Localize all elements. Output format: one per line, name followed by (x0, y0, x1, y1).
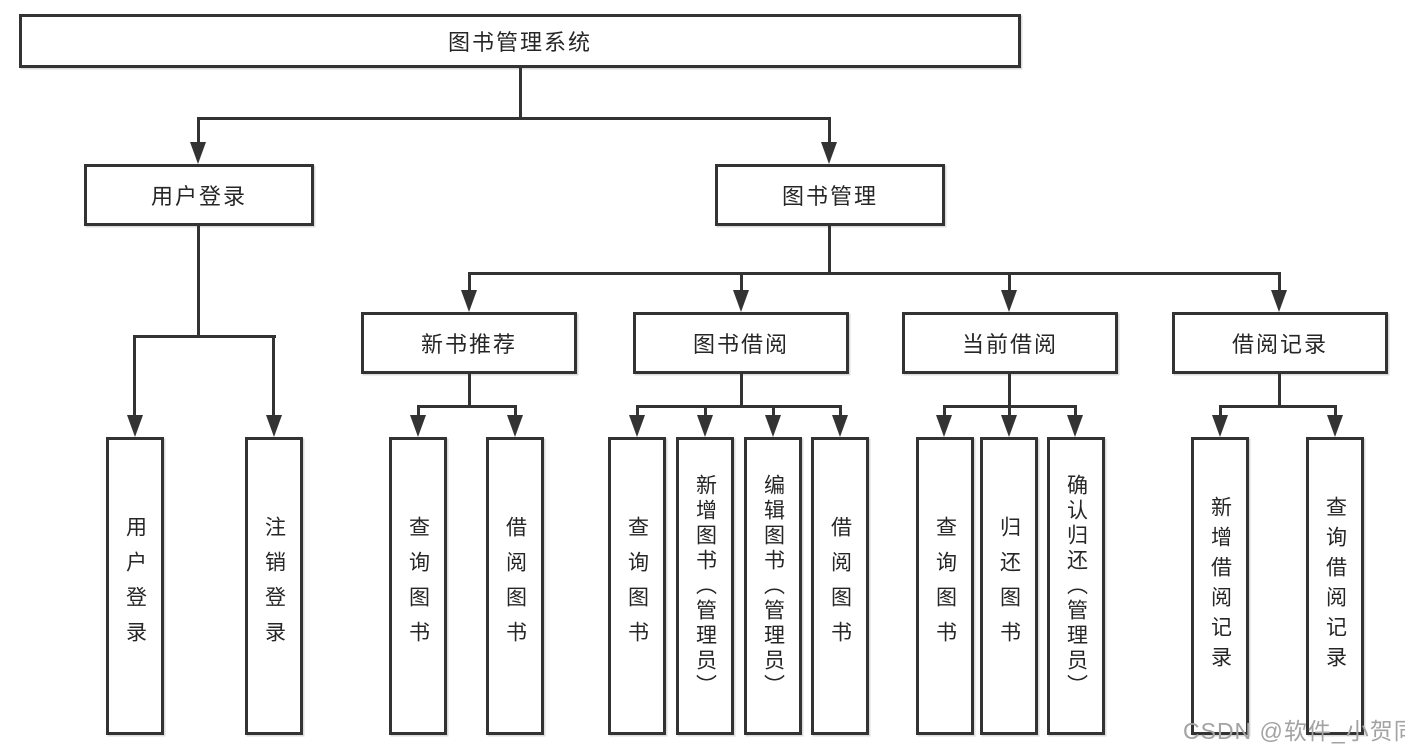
node-current-borrow: 当前借阅 (902, 312, 1118, 374)
leaf-label: 查询图书 (625, 516, 649, 656)
node-root: 图书管理系统 (19, 14, 1021, 68)
leaf-records-add-record: 新增借阅记录 (1191, 437, 1249, 735)
connector-line (1278, 374, 1281, 407)
leaf-logout: 注销登录 (245, 437, 303, 735)
connector-line (704, 405, 707, 419)
node-label: 用户登录 (150, 184, 247, 209)
leaf-records-query-record: 查询借阅记录 (1306, 437, 1364, 735)
connector-line (519, 68, 522, 118)
arrow-head (1327, 415, 1343, 437)
connector-line (468, 374, 471, 407)
arrow-head (507, 415, 523, 437)
connector-line (828, 226, 831, 275)
connector-line (636, 405, 639, 419)
leaf-current-return-books: 归还图书 (980, 437, 1038, 735)
connector-line (1334, 405, 1337, 419)
connector-line (1278, 272, 1281, 294)
arrow-head (1001, 290, 1017, 312)
leaf-label: 用户登录 (123, 516, 147, 656)
arrow-head (697, 415, 713, 437)
arrow-head (733, 290, 749, 312)
leaf-borrow-query-books: 查询图书 (608, 437, 666, 735)
node-user-login: 用户登录 (84, 164, 314, 226)
arrow-head (936, 415, 952, 437)
arrow-head (1067, 415, 1083, 437)
arrow-head (190, 142, 206, 164)
connector-line (1008, 272, 1011, 294)
connector-line (133, 335, 136, 419)
connector-line (197, 117, 200, 147)
leaf-user-login: 用户登录 (106, 437, 164, 735)
arrow-head (266, 415, 282, 437)
arrow-head (1001, 415, 1017, 437)
node-label: 当前借阅 (961, 332, 1058, 357)
node-root-label: 图书管理系统 (447, 30, 592, 55)
connector-line (828, 117, 831, 147)
leaf-label: 查询图书 (406, 516, 430, 656)
leaf-label: 查询借阅记录 (1323, 496, 1347, 676)
connector-line (468, 272, 471, 294)
leaf-recommend-query-books: 查询图书 (389, 437, 447, 735)
node-label: 图书管理 (781, 184, 878, 209)
node-book-borrow: 图书借阅 (633, 312, 849, 374)
node-label: 借阅记录 (1231, 332, 1328, 357)
connector-line (272, 335, 275, 419)
connector-line (1008, 374, 1011, 407)
leaf-label: 注销登录 (262, 516, 286, 656)
connector-line (1219, 405, 1222, 419)
leaf-current-query-books: 查询图书 (916, 437, 974, 735)
connector-line (417, 405, 517, 408)
arrow-head (1271, 290, 1287, 312)
connector-line (417, 405, 420, 419)
connector-line (133, 335, 276, 338)
arrow-head (127, 415, 143, 437)
leaf-label: 确认归还（管理员） (1064, 473, 1088, 699)
node-new-book-recommend: 新书推荐 (361, 312, 577, 374)
arrow-head (461, 290, 477, 312)
arrow-head (410, 415, 426, 437)
node-book-manage: 图书管理 (715, 164, 945, 226)
connector-line (740, 374, 743, 407)
connector-line (1008, 405, 1011, 419)
node-borrow-records: 借阅记录 (1172, 312, 1388, 374)
connector-line (1074, 405, 1077, 419)
connector-line (943, 405, 946, 419)
connector-line (839, 405, 842, 419)
arrow-head (821, 142, 837, 164)
leaf-label: 归还图书 (997, 516, 1021, 656)
leaf-borrow-borrow-books: 借阅图书 (811, 437, 869, 735)
arrow-head (1212, 415, 1228, 437)
csdn-watermark: CSDN @软件_小贺同学 (1183, 718, 1405, 744)
arrow-head (832, 415, 848, 437)
leaf-label: 编辑图书（管理员） (761, 473, 785, 699)
node-label: 新书推荐 (420, 332, 517, 357)
connector-line (514, 405, 517, 419)
arrow-head (765, 415, 781, 437)
node-label: 图书借阅 (692, 332, 789, 357)
connector-line (636, 405, 842, 408)
leaf-recommend-borrow-books: 借阅图书 (486, 437, 544, 735)
leaf-label: 新增借阅记录 (1208, 496, 1232, 676)
connector-line (1219, 405, 1337, 408)
arrow-head (629, 415, 645, 437)
connector-line (197, 226, 200, 337)
leaf-borrow-edit-books-admin: 编辑图书（管理员） (744, 437, 802, 735)
leaf-borrow-add-books-admin: 新增图书（管理员） (676, 437, 734, 735)
connector-line (468, 272, 1281, 275)
leaf-label: 查询图书 (933, 516, 957, 656)
connector-line (772, 405, 775, 419)
leaf-label: 借阅图书 (503, 516, 527, 656)
leaf-label: 借阅图书 (828, 516, 852, 656)
leaf-current-confirm-return-admin: 确认归还（管理员） (1047, 437, 1105, 735)
connector-line (197, 117, 831, 120)
leaf-label: 新增图书（管理员） (693, 473, 717, 699)
connector-line (740, 272, 743, 294)
